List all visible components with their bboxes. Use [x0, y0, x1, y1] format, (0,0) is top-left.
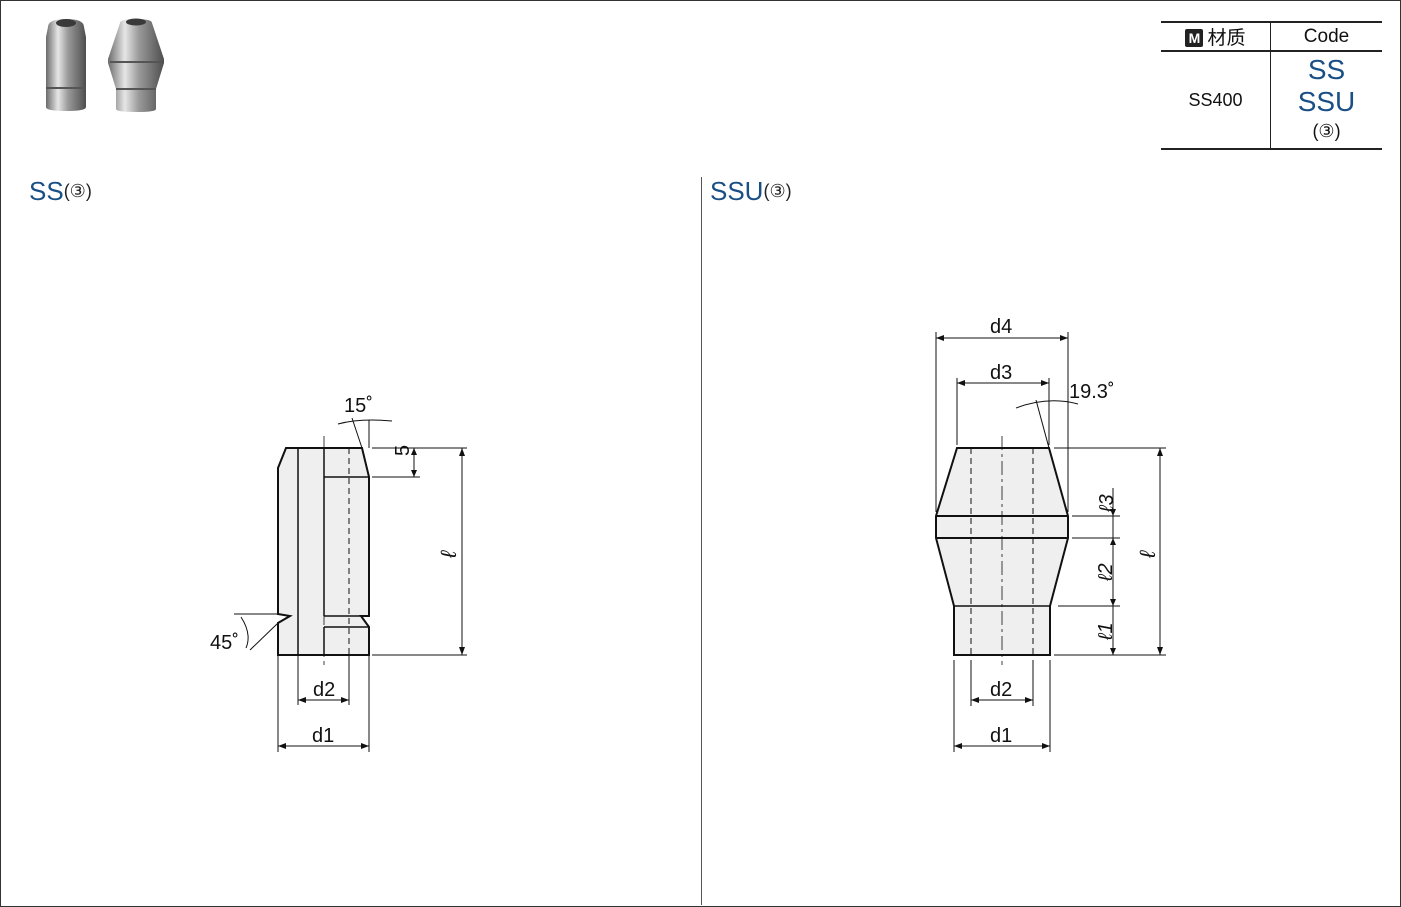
- section-title-ssu: SSU(③): [710, 176, 792, 206]
- ssu-d3-label: d3: [990, 362, 1012, 384]
- product-photo-ss-icon: [46, 19, 86, 111]
- code-ssu[interactable]: SSU: [1297, 86, 1356, 117]
- section-title-ssu-mark: (③): [763, 181, 792, 201]
- ssu-l1-label: ℓ1: [1095, 622, 1117, 641]
- ss-angle-bottom-label: 45˚: [210, 632, 239, 654]
- product-photos: [46, 18, 164, 112]
- ss-drawing: 15˚ 5 ℓ 45˚ d2 d1: [210, 395, 467, 752]
- ssu-angle-label: 19.3˚: [1069, 381, 1115, 403]
- code-list: SS SSU (③): [1270, 51, 1382, 150]
- ssu-drawing: d4 d3 19.3˚ ℓ3 ℓ2 ℓ1 ℓ d2 d1: [935, 316, 1166, 752]
- ssu-l2-label: ℓ2: [1095, 563, 1117, 582]
- ss-d1-label: d1: [312, 725, 334, 747]
- section-title-ss: SS(③): [29, 176, 92, 206]
- ss-dim-top-label: 5: [392, 445, 414, 456]
- section-title-ssu-text: SSU: [710, 176, 764, 206]
- material-icon: M: [1185, 29, 1204, 47]
- ssu-body-outline: [935, 447, 1069, 656]
- ss-length-label: ℓ: [436, 550, 461, 559]
- ss-d2-label: d2: [313, 679, 335, 701]
- ssu-length-label: ℓ: [1135, 550, 1160, 559]
- ss-angle-top-label: 15˚: [344, 395, 373, 417]
- ssu-d1-label: d1: [990, 725, 1012, 747]
- ssu-l3-label: ℓ3: [1096, 494, 1118, 513]
- code-header: Code: [1270, 21, 1382, 52]
- code-ss[interactable]: SS: [1307, 54, 1346, 85]
- section-divider: [701, 177, 702, 905]
- material-header-label: 材质: [1207, 28, 1246, 49]
- section-title-ss-mark: (③): [63, 181, 92, 201]
- code-note: (③): [1312, 121, 1341, 141]
- ssu-d4-label: d4: [990, 316, 1012, 338]
- material-value: SS400: [1161, 51, 1271, 150]
- ssu-d2-label: d2: [990, 679, 1012, 701]
- section-title-ss-text: SS: [29, 176, 64, 206]
- product-photo-ssu-icon: [108, 18, 164, 112]
